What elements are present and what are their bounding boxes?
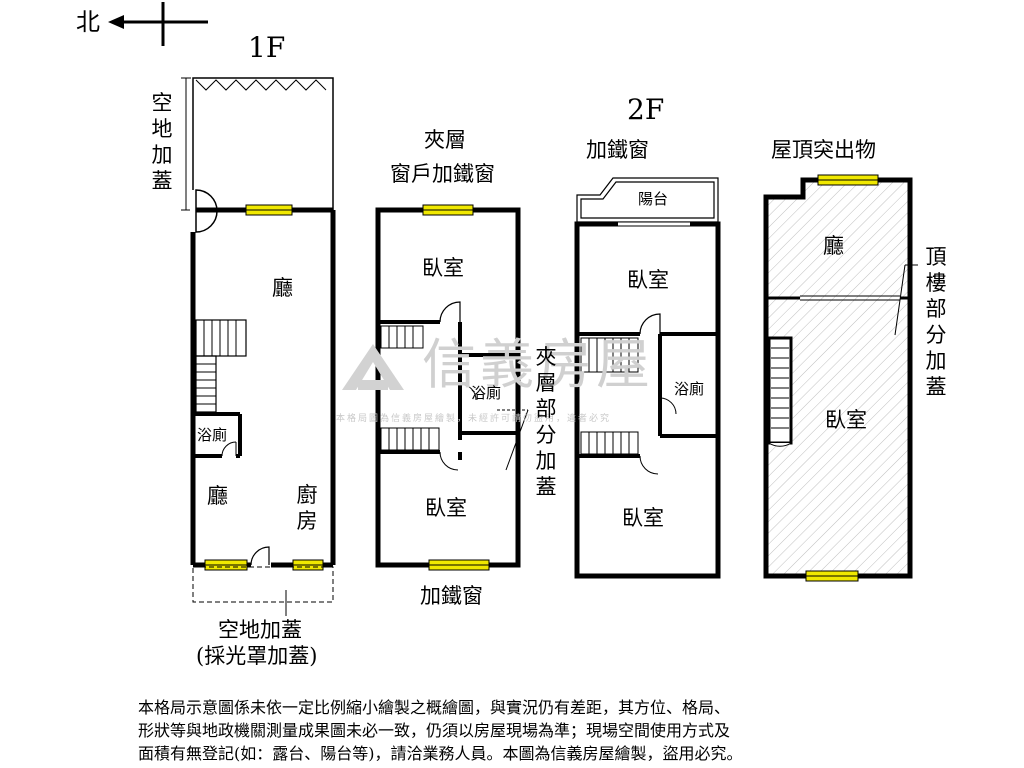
yard-addition-label: 空地加蓋 bbox=[151, 91, 173, 193]
roof-living-label: 廳 bbox=[823, 234, 844, 258]
floor-2-title: 2F bbox=[627, 93, 665, 126]
mezzanine-iron-window-label: 加鐵窗 bbox=[420, 584, 483, 608]
disclaimer: 本格局示意圖係未依一定比例縮小繪製之概繪圖，與實況仍有差距，其方位、格局、 形狀… bbox=[138, 696, 898, 765]
disclaimer-line: 形狀等與地政機關測量成果圖未必一致，仍須以房屋現場為準；現場空間使用方式及 bbox=[138, 721, 731, 740]
mezzanine-title: 夾層 bbox=[424, 128, 466, 152]
roof-plan bbox=[763, 174, 918, 582]
disclaimer-line: 本格局示意圖係未依一定比例縮小繪製之概繪圖，與實況仍有差距，其方位、格局、 bbox=[138, 698, 731, 717]
living-room-label: 廳 bbox=[272, 276, 293, 300]
floor-2-plan bbox=[574, 177, 721, 579]
disclaimer-line: 面積有無登記(如：露台、陽台等)，請洽業務人員。本圖為信義房屋繪製，盜用必究。 bbox=[138, 744, 743, 763]
mezzanine-bedroom-bottom-label: 臥室 bbox=[425, 496, 467, 520]
bottom-addition-label: 空地加蓋 bbox=[218, 618, 302, 642]
mezzanine-bathroom-label: 浴廁 bbox=[471, 384, 502, 402]
roof-partial-addition-label: 頂樓部分加蓋 bbox=[925, 245, 947, 399]
kitchen-label: 廚房 bbox=[296, 483, 318, 533]
living-room-lower-label: 廳 bbox=[207, 484, 228, 508]
floor-2-iron-window-label: 加鐵窗 bbox=[586, 138, 649, 162]
mezzanine-window-note: 窗戶加鐵窗 bbox=[390, 162, 495, 186]
floor-1-plan bbox=[181, 77, 336, 616]
north-label: 北 bbox=[76, 8, 100, 36]
balcony-label: 陽台 bbox=[638, 190, 669, 208]
north-arrow-icon bbox=[108, 2, 208, 46]
floor-2-bedroom-bottom-label: 臥室 bbox=[622, 506, 664, 530]
roof-title: 屋頂突出物 bbox=[771, 138, 876, 162]
yard-addition-outline bbox=[192, 77, 334, 211]
roof-bedroom-label: 臥室 bbox=[825, 408, 867, 432]
mezzanine-bedroom-top-label: 臥室 bbox=[422, 256, 464, 280]
floor-1-title: 1F bbox=[248, 31, 286, 64]
mezzanine-partial-addition-label: 夾層部分加蓋 bbox=[535, 345, 557, 499]
floor-2-bathroom-label: 浴廁 bbox=[674, 380, 705, 398]
skylight-addition-label: (採光罩加蓋) bbox=[196, 644, 318, 668]
floor-2-bedroom-top-label: 臥室 bbox=[627, 268, 669, 292]
bathroom-label: 浴廁 bbox=[197, 426, 228, 444]
